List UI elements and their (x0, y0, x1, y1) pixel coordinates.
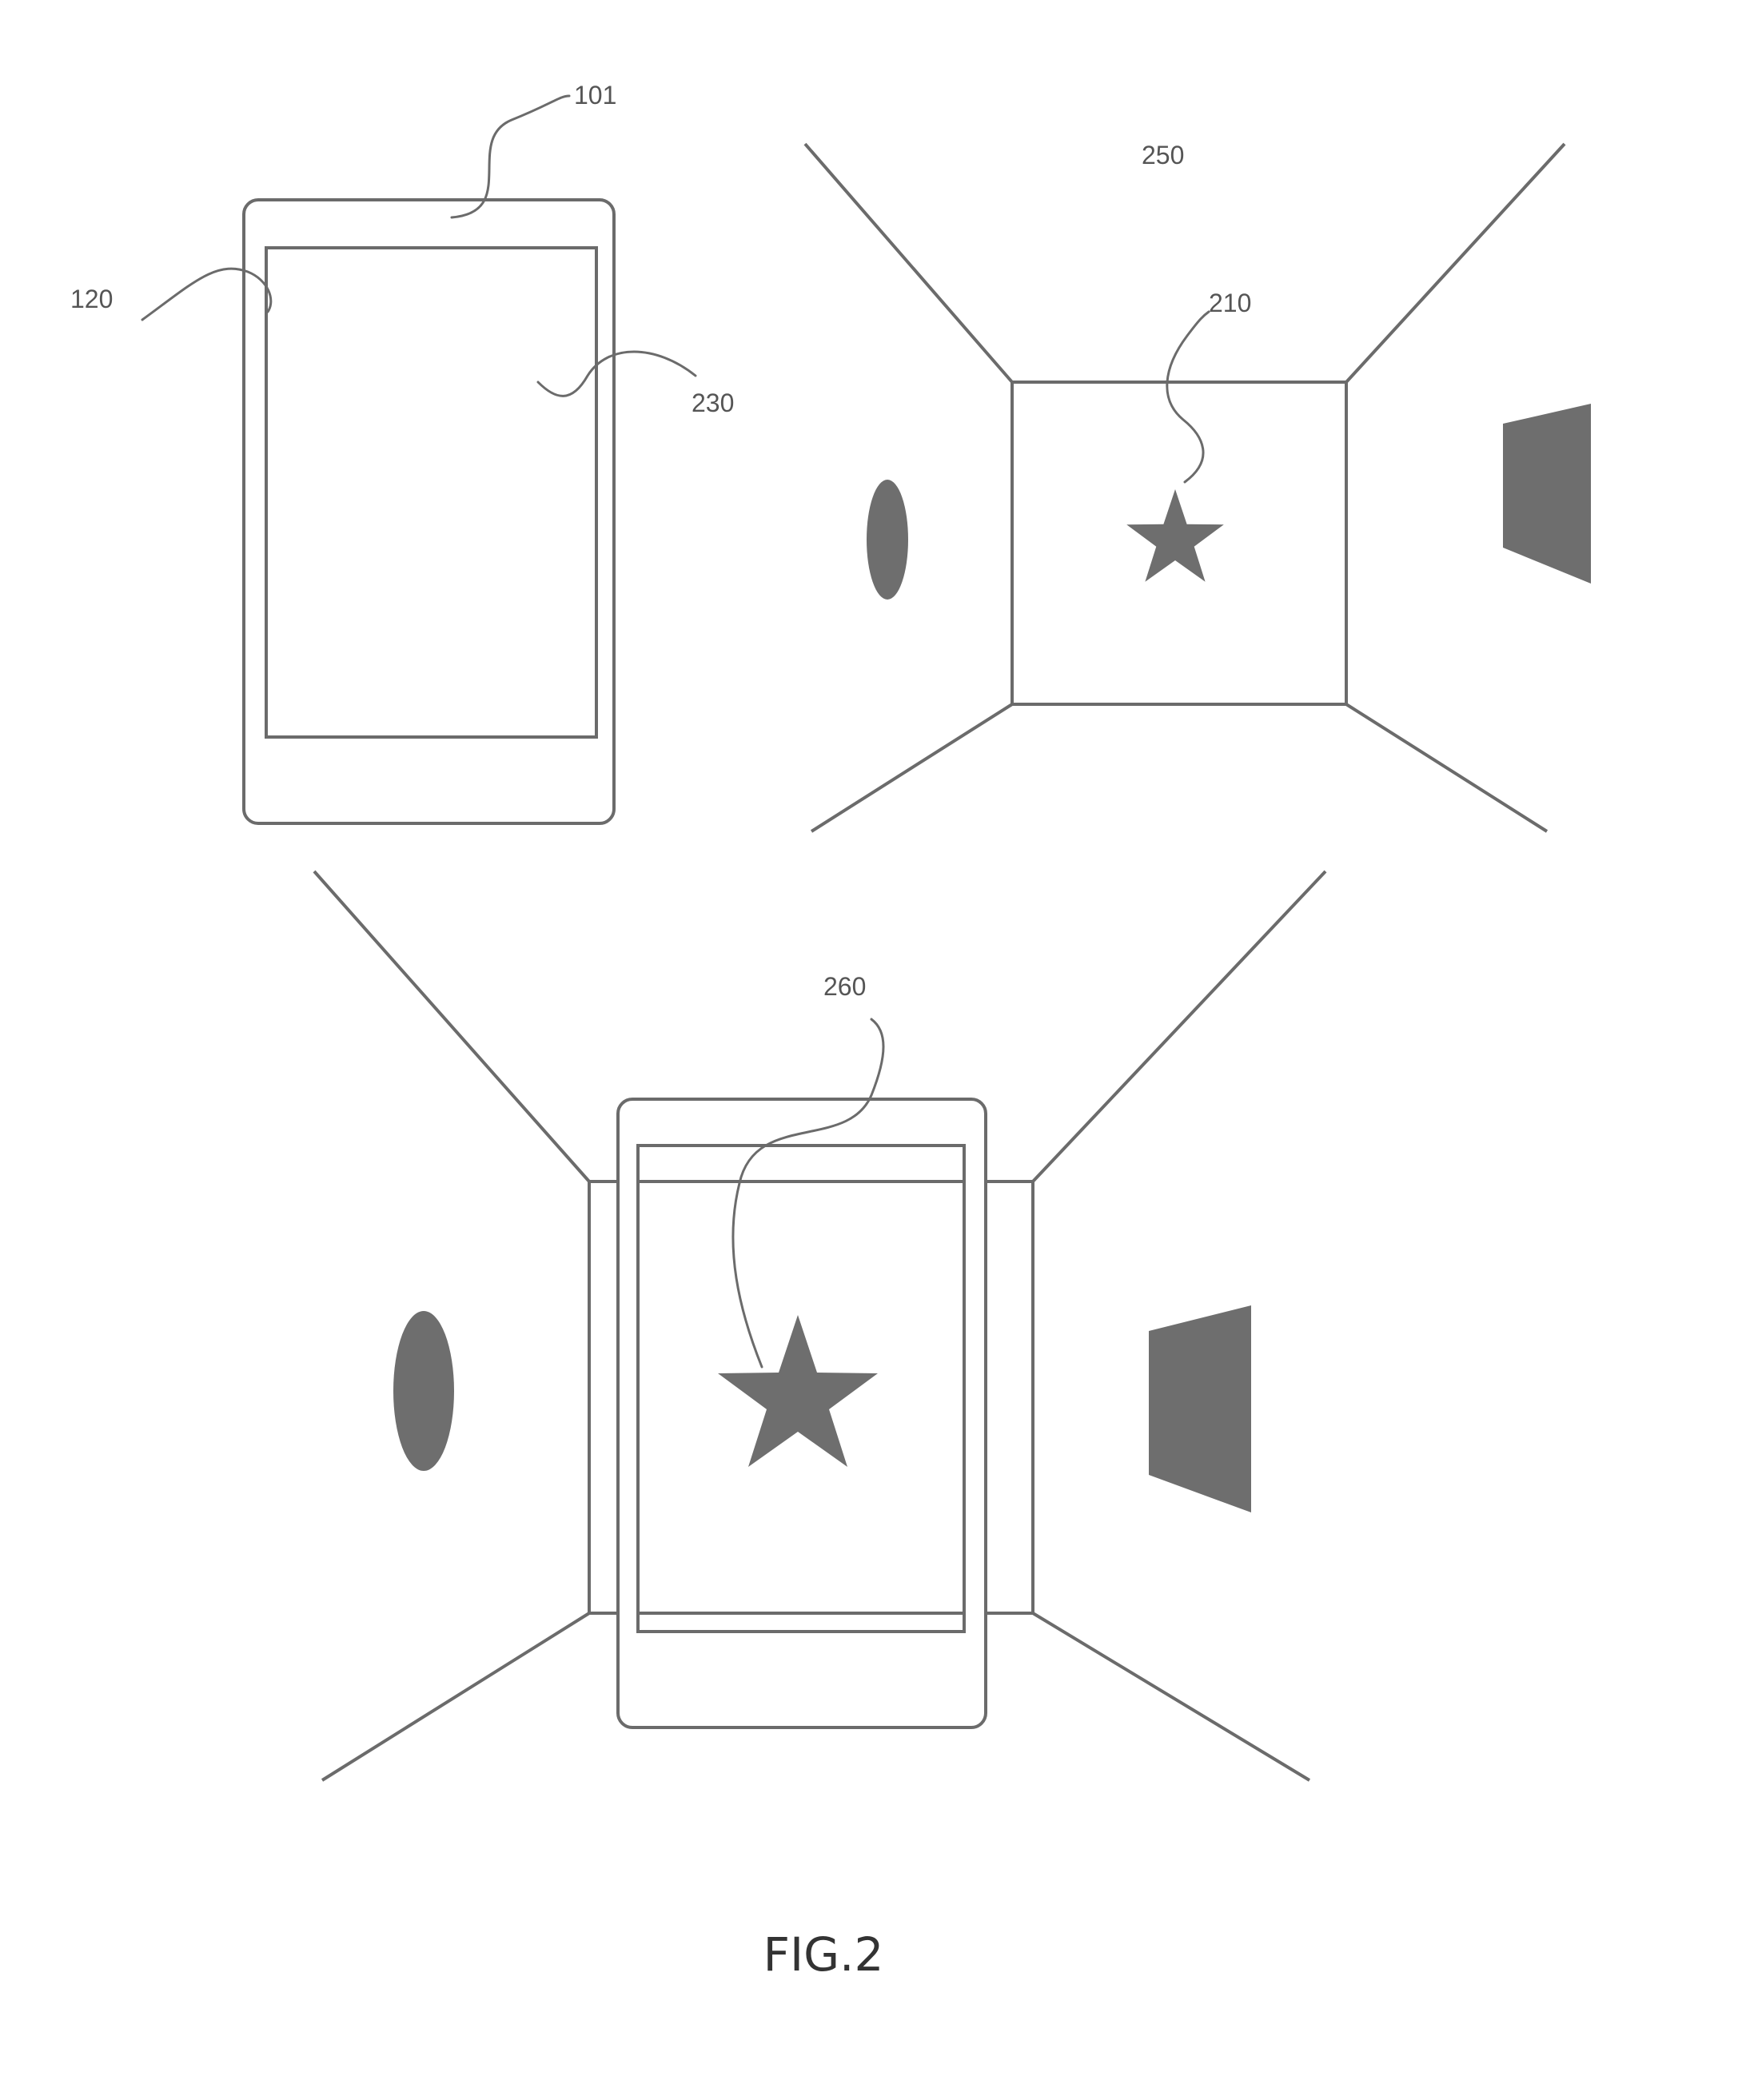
leader-120 (142, 269, 271, 320)
label-120: 120 (70, 285, 113, 313)
device-screen (266, 248, 596, 737)
room-edge-bottom-left (811, 704, 1012, 831)
room-edge-top-right-large (1033, 871, 1325, 1181)
label-210: 210 (1209, 289, 1251, 317)
figure-caption: FIG.2 (763, 1927, 884, 1982)
label-230: 230 (692, 389, 734, 417)
virtual-room-view: 250 210 (805, 141, 1591, 831)
mobile-device-view: 101 120 230 (70, 81, 734, 823)
trapezoid-shape-large (1149, 1305, 1251, 1512)
room-edge-bottom-right (1346, 704, 1547, 831)
leader-210 (1167, 312, 1209, 482)
room-edge-top-left-large (314, 871, 589, 1181)
device-body (244, 200, 614, 823)
room-edge-bottom-left-large (322, 1613, 589, 1780)
label-250: 250 (1142, 141, 1184, 169)
label-260: 260 (823, 972, 866, 1001)
label-101: 101 (574, 81, 616, 110)
room-edge-bottom-right-large (1033, 1613, 1309, 1780)
star-icon (1126, 489, 1224, 582)
leader-230 (538, 352, 696, 396)
ellipse-shape-left (867, 480, 908, 600)
ellipse-shape-large (393, 1311, 454, 1471)
trapezoid-shape-right (1503, 404, 1591, 584)
room-edge-top-right (1346, 144, 1565, 382)
combined-view: 260 (314, 871, 1325, 1780)
room-edge-top-left (805, 144, 1012, 382)
